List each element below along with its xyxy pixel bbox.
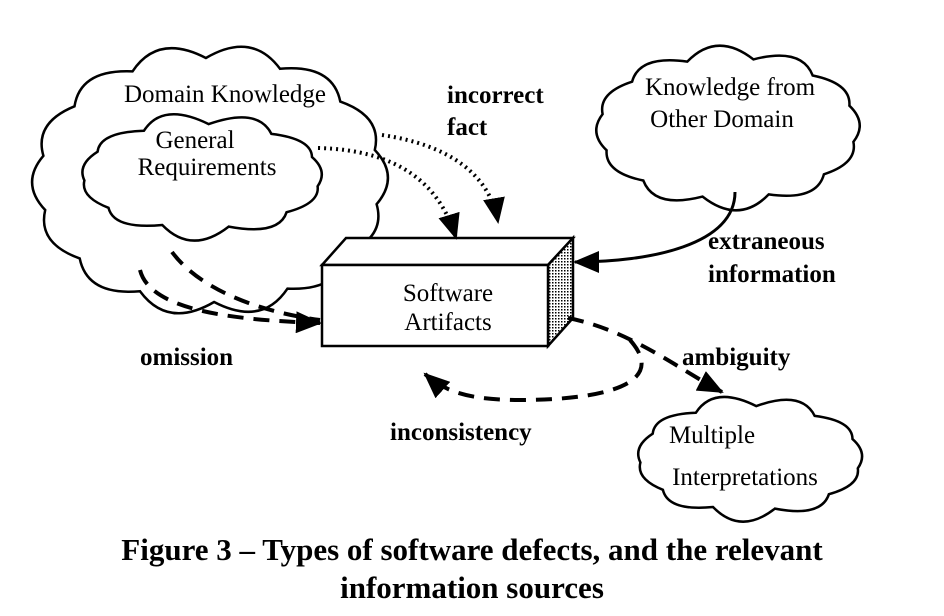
incorrect-fact-arrow-2 xyxy=(381,133,505,224)
omission-arrow-2 xyxy=(170,250,321,322)
software-artifacts-label-1: Software xyxy=(403,280,493,307)
extraneous-information-arrow xyxy=(573,191,737,273)
omission-label: omission xyxy=(140,344,233,371)
other-domain-cloud xyxy=(595,44,861,212)
extraneous-label-1: extraneous xyxy=(708,228,825,255)
multiple-interpretations-cloud xyxy=(636,395,864,523)
other-domain-label-1: Knowledge from xyxy=(645,74,816,101)
inconsistency-arrow xyxy=(423,338,644,403)
extraneous-label-2: information xyxy=(708,261,836,288)
general-requirements-label-1: General xyxy=(155,127,234,154)
general-requirements-label-2: Requirements xyxy=(138,154,277,181)
domain-knowledge-label: Domain Knowledge xyxy=(124,81,326,108)
omission-arrow-1 xyxy=(138,269,322,334)
interpretations-label-2: Interpretations xyxy=(672,464,818,491)
ambiguity-label: ambiguity xyxy=(682,344,791,371)
ambiguity-arrow xyxy=(567,316,724,394)
software-artifacts-box xyxy=(319,234,576,350)
general-requirements-cloud xyxy=(81,112,324,242)
other-domain-label-2: Other Domain xyxy=(650,106,794,133)
caption-line-1: Figure 3 – Types of software defects, an… xyxy=(121,532,823,567)
incorrect-fact-label-2: fact xyxy=(447,114,488,141)
caption-line-2: information sources xyxy=(340,570,604,605)
interpretations-label-1: Multiple xyxy=(669,422,755,449)
software-artifacts-label-2: Artifacts xyxy=(404,309,491,336)
incorrect-fact-label-1: incorrect xyxy=(447,82,544,109)
inconsistency-label: inconsistency xyxy=(390,419,532,446)
